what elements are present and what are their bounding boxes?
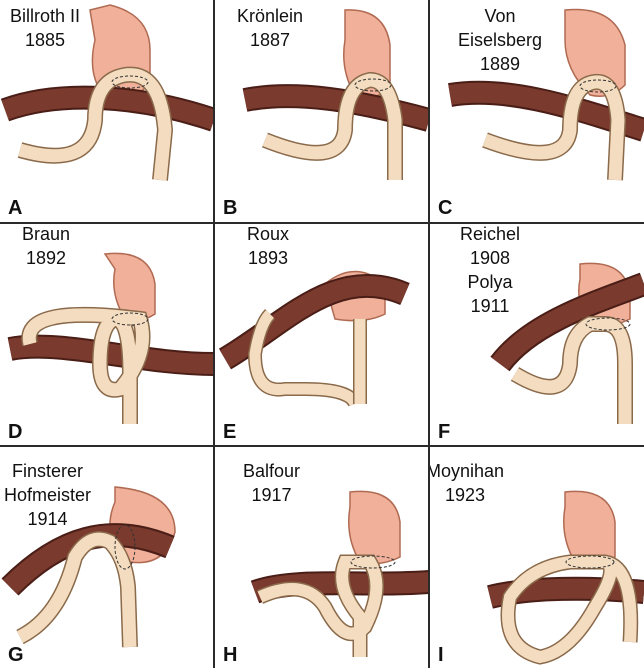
caption-a: Billroth II 1885 [10,4,80,52]
caption-g-line3: 1914 [4,507,91,531]
panel-b: Krönlein 1887 B [215,0,429,222]
caption-g: Finsterer Hofmeister 1914 [4,459,91,531]
panel-letter-i: I [438,644,444,667]
divider-horizontal-2 [0,445,644,447]
panel-letter-f: F [438,421,450,444]
panel-g: Finsterer Hofmeister 1914 G [0,447,214,669]
panel-i: Moynihan 1923 I [430,447,644,669]
panel-letter-h: H [223,644,237,667]
caption-d-line2: 1892 [22,246,70,270]
caption-g-line2: Hofmeister [4,483,91,507]
panel-f: Reichel 1908 Polya 1911 F [430,224,644,446]
caption-d: Braun 1892 [22,224,70,270]
caption-h: Balfour 1917 [243,459,300,507]
caption-f-line3: Polya [460,270,520,294]
caption-c-line2: Eiselsberg [458,28,542,52]
caption-i: Moynihan 1923 [430,459,504,507]
caption-f: Reichel 1908 Polya 1911 [460,224,520,318]
caption-h-line1: Balfour [243,459,300,483]
panel-letter-g: G [8,644,24,667]
caption-i-line1: Moynihan [430,459,504,483]
caption-a-line2: 1885 [10,28,80,52]
caption-b: Krönlein 1887 [237,4,303,52]
panel-c: Von Eiselsberg 1889 C [430,0,644,222]
caption-c-line1: Von [458,4,542,28]
panel-h: Balfour 1917 H [215,447,429,669]
panel-letter-c: C [438,197,452,220]
caption-g-line1: Finsterer [4,459,91,483]
caption-d-line1: Braun [22,224,70,246]
caption-e-line2: 1893 [247,246,289,270]
panel-letter-a: A [8,197,22,220]
caption-f-line4: 1911 [460,294,520,318]
caption-h-line2: 1917 [243,483,300,507]
caption-e: Roux 1893 [247,224,289,270]
caption-b-line2: 1887 [237,28,303,52]
caption-e-line1: Roux [247,224,289,246]
caption-i-line2: 1923 [430,483,504,507]
caption-f-line2: 1908 [460,246,520,270]
divider-vertical-2 [428,0,430,668]
panel-e: Roux 1893 E [215,224,429,446]
panel-d: Braun 1892 D [0,224,214,446]
panel-letter-b: B [223,197,237,220]
caption-c: Von Eiselsberg 1889 [458,4,542,76]
caption-f-line1: Reichel [460,224,520,246]
panel-letter-e: E [223,421,236,444]
divider-horizontal-1 [0,222,644,224]
panel-letter-d: D [8,421,22,444]
divider-vertical-1 [213,0,215,668]
caption-a-line1: Billroth II [10,4,80,28]
caption-c-line3: 1889 [458,52,542,76]
caption-b-line1: Krönlein [237,4,303,28]
panel-a: Billroth II 1885 A [0,0,214,222]
